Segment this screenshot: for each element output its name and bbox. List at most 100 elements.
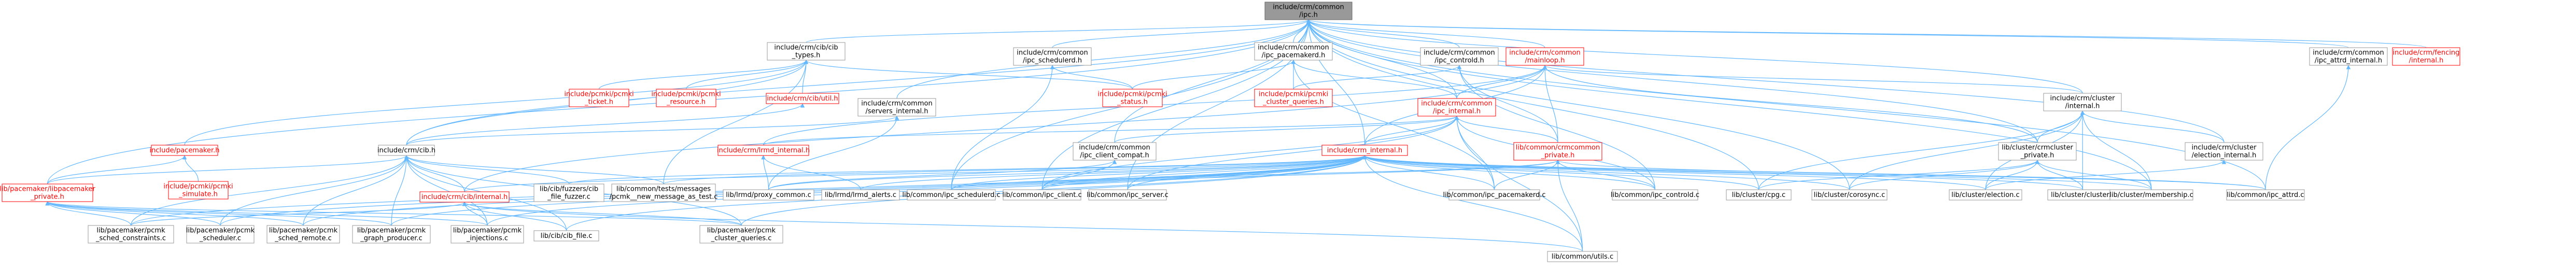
node-box: [821, 189, 900, 201]
edge-cib_types-to-pcmki_status: [804, 60, 1133, 90]
edge-pacemaker_private-to-injections: [45, 201, 488, 226]
edge-ipc_pacemakerd-to-pcmki_status: [1132, 60, 1296, 90]
edge-ipc_client_compat-to-ipc_controld_c: [1555, 160, 1656, 190]
node-cib-util[interactable]: include/crm/cib/util.h: [766, 93, 839, 104]
edge-cluster_internal-to-cluster_c: [2080, 110, 2085, 190]
edge-cib_internal-to-pcmk_cluster_queries_c: [462, 202, 742, 226]
node-scheduler-c[interactable]: lib/pacemaker/pcmk_scheduler.c: [186, 225, 255, 244]
node-ipc-pacemakerd-c[interactable]: lib/common/ipc_pacemakerd.c: [1443, 189, 1546, 201]
node-box: [2043, 93, 2122, 111]
node-box: [656, 89, 716, 107]
edge-crm_internal-to-membership_c: [1362, 155, 2152, 190]
node-pcmki-status[interactable]: include/pcmki/pcmki_status.h: [1097, 89, 1167, 107]
node-sched-remote[interactable]: lib/pacemaker/pcmk_sched_remote.c: [266, 225, 340, 244]
node-election-internal[interactable]: include/crm/cluster/election_internal.h: [2185, 142, 2263, 161]
edge-ipc_internal-to-ipc_client_c: [1041, 116, 1459, 190]
node-box: [1448, 189, 1540, 201]
edge-mainloop-to-cib_internal: [464, 65, 1547, 192]
edge-mainloop-to-cluster_internal: [1543, 65, 2083, 94]
edge-cib_types-to-pcmki_ticket: [598, 60, 809, 90]
node-label: include/crm/common: [1424, 49, 1495, 57]
node-ipc-controld-c[interactable]: lib/common/ipc_controld.c: [1611, 189, 1699, 201]
node-box: [1547, 251, 1618, 262]
node-injections[interactable]: lib/pacemaker/pcmk_injections.c: [451, 225, 524, 244]
edge-cib_types-to-pcmki_resource: [685, 60, 809, 90]
node-servers-internal[interactable]: include/crm/common/servers_internal.h: [857, 98, 936, 117]
node-box: [907, 189, 996, 201]
node-utils-c[interactable]: lib/common/utils.c: [1547, 251, 1618, 262]
node-label: lib/cluster/election.c: [1951, 191, 2019, 199]
node-label: lib/lrmd/proxy_common.c: [726, 191, 811, 199]
node-label: lib/cluster/membership.c: [2109, 191, 2193, 199]
node-pcmk-cluster-queries-c[interactable]: lib/pacemaker/pcmk_cluster_queries.c: [699, 225, 783, 244]
node-pcmki-ticket[interactable]: include/pcmki/pcmki_ticket.h: [564, 89, 634, 107]
node-cib-types[interactable]: include/crm/cib/cib_types.h: [767, 42, 846, 61]
node-box: [717, 145, 809, 156]
node-label: lib/pacemaker/pcmk: [357, 227, 426, 235]
node-graph-producer[interactable]: lib/pacemaker/pcmk_graph_producer.c: [352, 225, 431, 244]
node-ipc-client-compat[interactable]: lib/common/crmcommon_private.h: [1513, 142, 1602, 161]
node-label: lib/pacemaker/pcmk: [269, 227, 338, 235]
node-cpg-c[interactable]: lib/cluster/cpg.c: [1726, 189, 1792, 201]
node-label: /ipc_schedulerd.h: [1023, 57, 1082, 65]
node-cluster-internal[interactable]: include/crm/cluster/internal.h: [2043, 93, 2122, 111]
node-ipc-attrd-internal[interactable]: include/crm/common/ipc_attrd_internal.h: [2309, 47, 2388, 66]
node-box: [2309, 47, 2388, 66]
node-crm-internal[interactable]: include/crm_internal.h: [1321, 145, 1408, 156]
node-box: [1013, 47, 1092, 66]
dependency-nodes: include/crm/common/ipc.h include/crm/cib/…: [0, 2, 2460, 262]
node-cib-file-fuzzer[interactable]: lib/cib/fuzzers/cib_file_fuzzer.c: [533, 183, 604, 202]
node-cib-h[interactable]: include/crm/cib.h: [377, 145, 435, 156]
node-pcmki-cluster-queries[interactable]: include/pcmki/pcmki_cluster_queries.h: [1254, 89, 1333, 107]
node-label: _simulate.h: [178, 191, 218, 199]
node-box: [1811, 189, 1888, 201]
node-ipc-pacemakerd[interactable]: include/crm/common/ipc_pacemakerd.h: [1254, 42, 1333, 61]
node-pacemaker-private[interactable]: lib/pacemaker/libpacemaker_private.h: [0, 183, 95, 202]
node-cluster-private[interactable]: lib/cluster/crmcluster_private.h: [1998, 142, 2077, 161]
node-pcmki-resource[interactable]: include/pcmki/pcmki_resource.h: [651, 89, 721, 107]
node-ipc-schedulerd[interactable]: include/crm/common/ipc_schedulerd.h: [1013, 47, 1092, 66]
node-label: lib/cluster/crmcluster: [2002, 144, 2073, 152]
node-box: [1088, 189, 1167, 201]
edge-root-to-election_internal: [1306, 19, 2225, 143]
node-box: [419, 191, 510, 203]
edge-root-to-servers_internal: [896, 19, 1311, 99]
edge-cib_h-to-pacemaker_private: [47, 155, 409, 185]
node-lrmd-internal[interactable]: include/crm/lrmd_internal.h: [717, 145, 810, 156]
node-root[interactable]: include/crm/common/ipc.h: [1264, 2, 1353, 20]
node-label: _scheduler.c: [199, 235, 241, 243]
node-cib-internal[interactable]: include/crm/cib/internal.h: [419, 191, 510, 203]
node-box: [352, 225, 431, 244]
node-box: [1513, 142, 1602, 161]
node-membership-c[interactable]: lib/cluster/membership.c: [2109, 189, 2193, 201]
edge-root-to-cib_h: [406, 19, 1311, 146]
node-cib-file[interactable]: lib/cib/cib_file.c: [533, 230, 599, 242]
node-ipc-server-c[interactable]: lib/common/ipc_server.c: [1087, 189, 1169, 201]
node-election-c[interactable]: lib/cluster/election.c: [1949, 189, 2022, 201]
node-pcmki-simulate[interactable]: include/pcmki/pcmki_simulate.h: [163, 181, 233, 200]
node-ipc-schedulerd-c[interactable]: lib/common/ipc_schedulerd.c: [902, 189, 1001, 201]
node-proxy-common[interactable]: lib/lrmd/proxy_common.c: [723, 189, 814, 201]
node-lrmd-alerts[interactable]: lib/lrmd/lrmd_alerts.c: [821, 189, 900, 201]
node-label: include/crm/cluster: [2192, 144, 2257, 152]
node-corosync-c[interactable]: lib/cluster/corosync.c: [1811, 189, 1888, 201]
edge-root-to-mainloop: [1306, 19, 1545, 48]
node-ipc-attrd-c[interactable]: lib/common/ipc_attrd.c: [2226, 189, 2305, 201]
node-cluster-c[interactable]: lib/cluster/cluster.c: [2047, 189, 2118, 201]
node-ipc-client-c[interactable]: lib/common/ipc_client.c: [1002, 189, 1082, 201]
node-ipc-internal[interactable]: include/crm/common/ipc_internal.h: [1417, 98, 1496, 117]
node-ipc-controld[interactable]: include/crm/common/ipc_controld.h: [1420, 47, 1499, 66]
edge-cib_h-to-cib_internal: [404, 155, 465, 192]
node-box: [168, 181, 229, 200]
node-pacemaker-h[interactable]: include/pacemaker.h: [149, 145, 220, 156]
node-box: [1949, 189, 2022, 201]
node-new-message-as-test[interactable]: lib/common/tests/messages/pcmk__new_mess…: [610, 183, 718, 202]
edge-crm_internal-to-election_c: [1362, 155, 1986, 190]
node-box: [1417, 98, 1496, 117]
edge-cib_types-to-pacemaker_h: [184, 60, 809, 146]
node-sched-constraints[interactable]: lib/pacemaker/pcmk_sched_constraints.c: [88, 225, 174, 244]
node-mainloop[interactable]: include/crm/common/mainloop.h: [1505, 47, 1584, 66]
node-fencing-internal[interactable]: include/crm/fencing/internal.h: [2392, 47, 2460, 66]
node-box: [857, 98, 936, 117]
node-common-client-compat[interactable]: include/crm/common/ipc_client_compat.h: [1073, 142, 1157, 161]
